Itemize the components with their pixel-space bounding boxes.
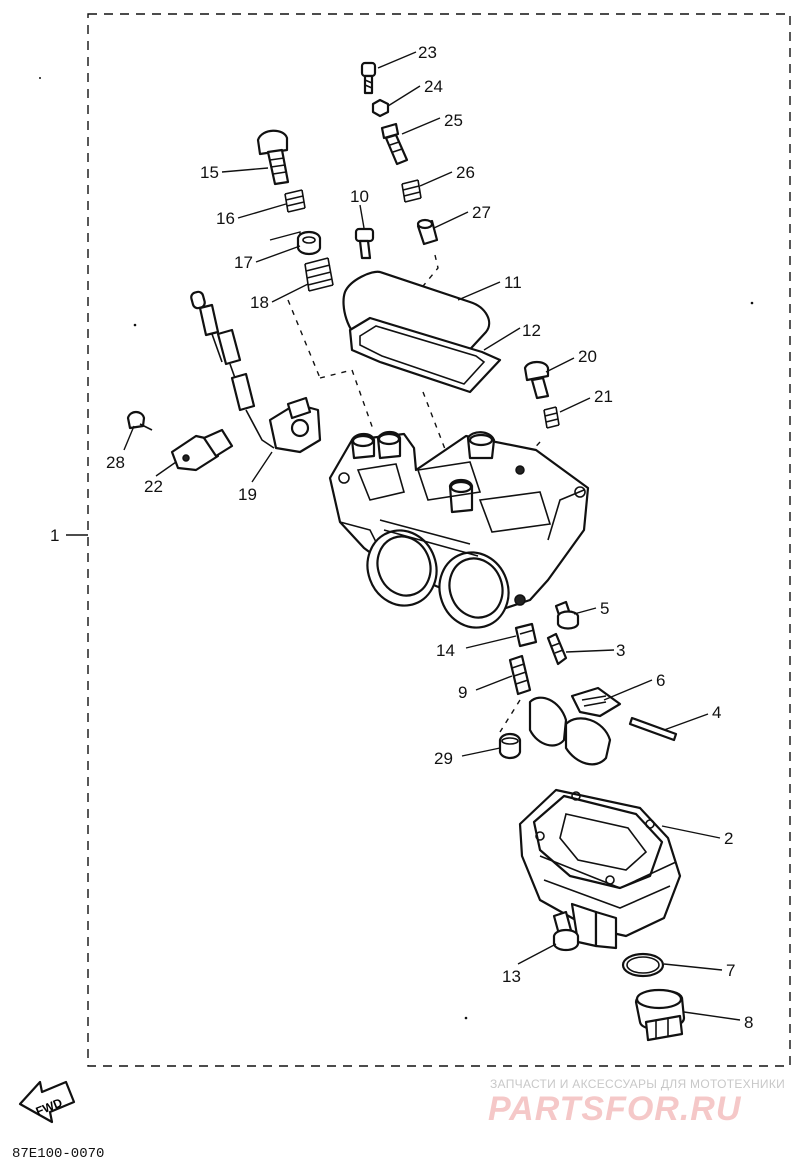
callout-27: 27 [472, 203, 491, 222]
callout-26: 26 [456, 163, 475, 182]
bracket-22-icon [170, 428, 234, 472]
catalog-code: 87E100-0070 [12, 1146, 105, 1162]
callout-14: 14 [436, 641, 455, 660]
washer-29-icon [498, 732, 522, 760]
callout-9: 9 [458, 683, 467, 702]
callout-labels: 23 24 25 26 27 10 11 12 20 21 15 16 17 1… [106, 43, 753, 1032]
leader-lines [123, 51, 741, 1021]
spring-18-icon [304, 257, 334, 292]
callout-15: 15 [200, 163, 219, 182]
figure-number: 1 [50, 526, 59, 545]
callout-17: 17 [234, 253, 253, 272]
assembly-border [66, 13, 791, 1067]
callout-25: 25 [444, 111, 463, 130]
stray-dots [39, 77, 754, 1020]
callout-11: 11 [504, 273, 522, 292]
callout-16: 16 [216, 209, 235, 228]
washer-17-icon [296, 230, 322, 256]
fwd-arrow-icon: FWD [18, 1080, 76, 1124]
carburetor-body-icon [328, 430, 590, 629]
callout-7: 7 [726, 961, 735, 980]
callout-10: 10 [350, 187, 369, 206]
nut-24-icon [371, 98, 390, 118]
needle-valve-3-icon [546, 632, 568, 666]
screw-28-icon [126, 410, 153, 431]
callout-19: 19 [238, 485, 257, 504]
callout-24: 24 [424, 77, 443, 96]
screw-10-icon [354, 227, 375, 260]
callout-12: 12 [522, 321, 541, 340]
jet-14-icon [514, 622, 538, 648]
spring-21-icon [543, 406, 560, 429]
gasket-12-icon [348, 316, 502, 394]
cap-27-icon [416, 218, 439, 246]
callout-5: 5 [600, 599, 609, 618]
callout-6: 6 [656, 671, 665, 690]
callout-8: 8 [744, 1013, 753, 1032]
callout-29: 29 [434, 749, 453, 768]
callout-23: 23 [418, 43, 437, 62]
callout-13: 13 [502, 967, 521, 986]
screw-5-icon [554, 600, 580, 630]
callout-18: 18 [250, 293, 269, 312]
callout-4: 4 [712, 703, 721, 722]
float-bowl-2-icon [518, 788, 682, 950]
watermark-logo: PARTSFOR.RU [488, 1090, 742, 1128]
screw-20-icon [523, 360, 550, 400]
float-6-icon [528, 686, 622, 766]
callout-20: 20 [578, 347, 597, 366]
watermark-tagline: ЗАПЧАСТИ И АКСЕССУАРЫ ДЛЯ МОТОТЕХНИКИ [490, 1077, 786, 1091]
spring-16-icon [284, 189, 306, 213]
callout-22: 22 [144, 477, 163, 496]
screw-23-icon [360, 61, 377, 95]
drain-plug-8-icon [634, 988, 686, 1042]
spring-26-icon [401, 179, 422, 203]
adjuster-screw-25-icon [380, 122, 409, 166]
screw-15-icon [256, 129, 290, 186]
callout-21: 21 [594, 387, 613, 406]
callout-2: 2 [724, 829, 733, 848]
callout-28: 28 [106, 453, 125, 472]
callout-3: 3 [616, 641, 625, 660]
pin-4-icon [628, 716, 678, 742]
o-ring-7-icon [621, 952, 665, 978]
main-jet-9-icon [508, 654, 532, 696]
starter-plunger-19-icon [190, 290, 322, 454]
screw-13-icon [552, 910, 580, 952]
